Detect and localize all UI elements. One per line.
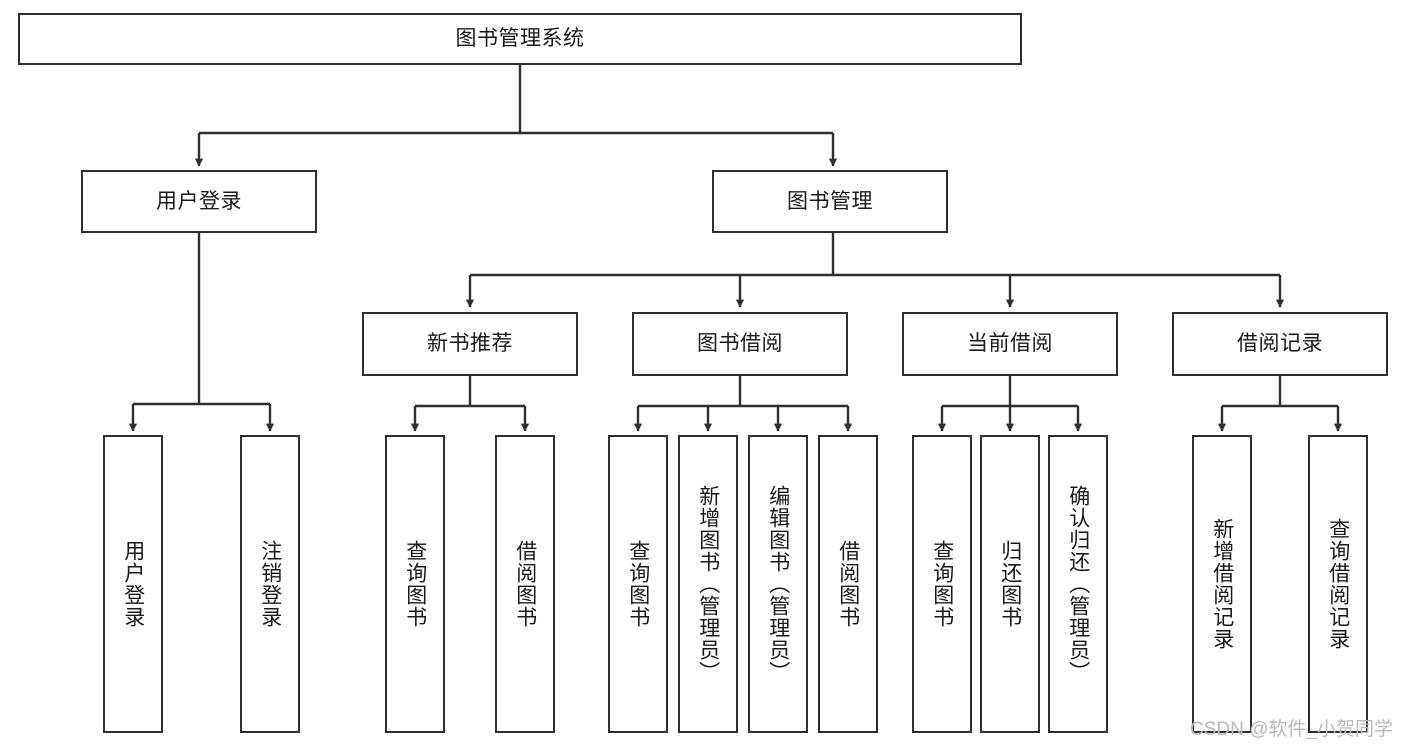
node-root-book-management-system[interactable]: 图书管理系统 <box>18 13 1022 65</box>
node-leaf-newbook-borrow-book[interactable]: 借阅图书 <box>495 435 555 733</box>
node-new-book-recommend[interactable]: 新书推荐 <box>362 312 578 376</box>
node-label: 查询图书 <box>403 540 427 628</box>
node-label: 用户登录 <box>121 540 145 628</box>
node-label: 图书管理 <box>787 189 873 213</box>
node-label: 新增图书（管理员） <box>696 485 720 683</box>
node-label: 借阅记录 <box>1237 332 1323 356</box>
node-label: 注销登录 <box>258 540 282 628</box>
node-leaf-borrow-add-book-admin[interactable]: 新增图书（管理员） <box>678 435 738 733</box>
node-borrow-record[interactable]: 借阅记录 <box>1172 312 1388 376</box>
node-current-borrow[interactable]: 当前借阅 <box>902 312 1118 376</box>
node-leaf-current-return-book[interactable]: 归还图书 <box>980 435 1040 733</box>
node-label: 用户登录 <box>156 189 242 213</box>
node-user-login[interactable]: 用户登录 <box>81 170 317 233</box>
node-leaf-borrow-query-book[interactable]: 查询图书 <box>608 435 668 733</box>
node-book-management[interactable]: 图书管理 <box>712 170 948 233</box>
node-label: 当前借阅 <box>967 332 1053 356</box>
node-leaf-borrow-edit-book-admin[interactable]: 编辑图书（管理员） <box>748 435 808 733</box>
node-label: 图书借阅 <box>697 332 783 356</box>
node-leaf-current-confirm-return-admin[interactable]: 确认归还（管理员） <box>1048 435 1108 733</box>
node-leaf-user-login-logout[interactable]: 注销登录 <box>240 435 300 733</box>
node-label: 借阅图书 <box>513 540 537 628</box>
node-label: 编辑图书（管理员） <box>766 485 790 683</box>
node-label: 确认归还（管理员） <box>1066 485 1090 683</box>
node-label: 查询图书 <box>930 540 954 628</box>
node-label: 新书推荐 <box>427 332 513 356</box>
node-label: 图书管理系统 <box>455 27 585 51</box>
node-leaf-borrow-borrow-book[interactable]: 借阅图书 <box>818 435 878 733</box>
node-book-borrow[interactable]: 图书借阅 <box>632 312 848 376</box>
node-label: 查询图书 <box>626 540 650 628</box>
node-label: 归还图书 <box>998 540 1022 628</box>
node-leaf-user-login-login[interactable]: 用户登录 <box>103 435 163 733</box>
node-label: 查询借阅记录 <box>1326 518 1350 650</box>
node-leaf-record-add-record[interactable]: 新增借阅记录 <box>1192 435 1252 733</box>
node-leaf-record-query-record[interactable]: 查询借阅记录 <box>1308 435 1368 733</box>
node-leaf-newbook-query-book[interactable]: 查询图书 <box>385 435 445 733</box>
node-label: 借阅图书 <box>836 540 860 628</box>
node-leaf-current-query-book[interactable]: 查询图书 <box>912 435 972 733</box>
node-label: 新增借阅记录 <box>1210 518 1234 650</box>
